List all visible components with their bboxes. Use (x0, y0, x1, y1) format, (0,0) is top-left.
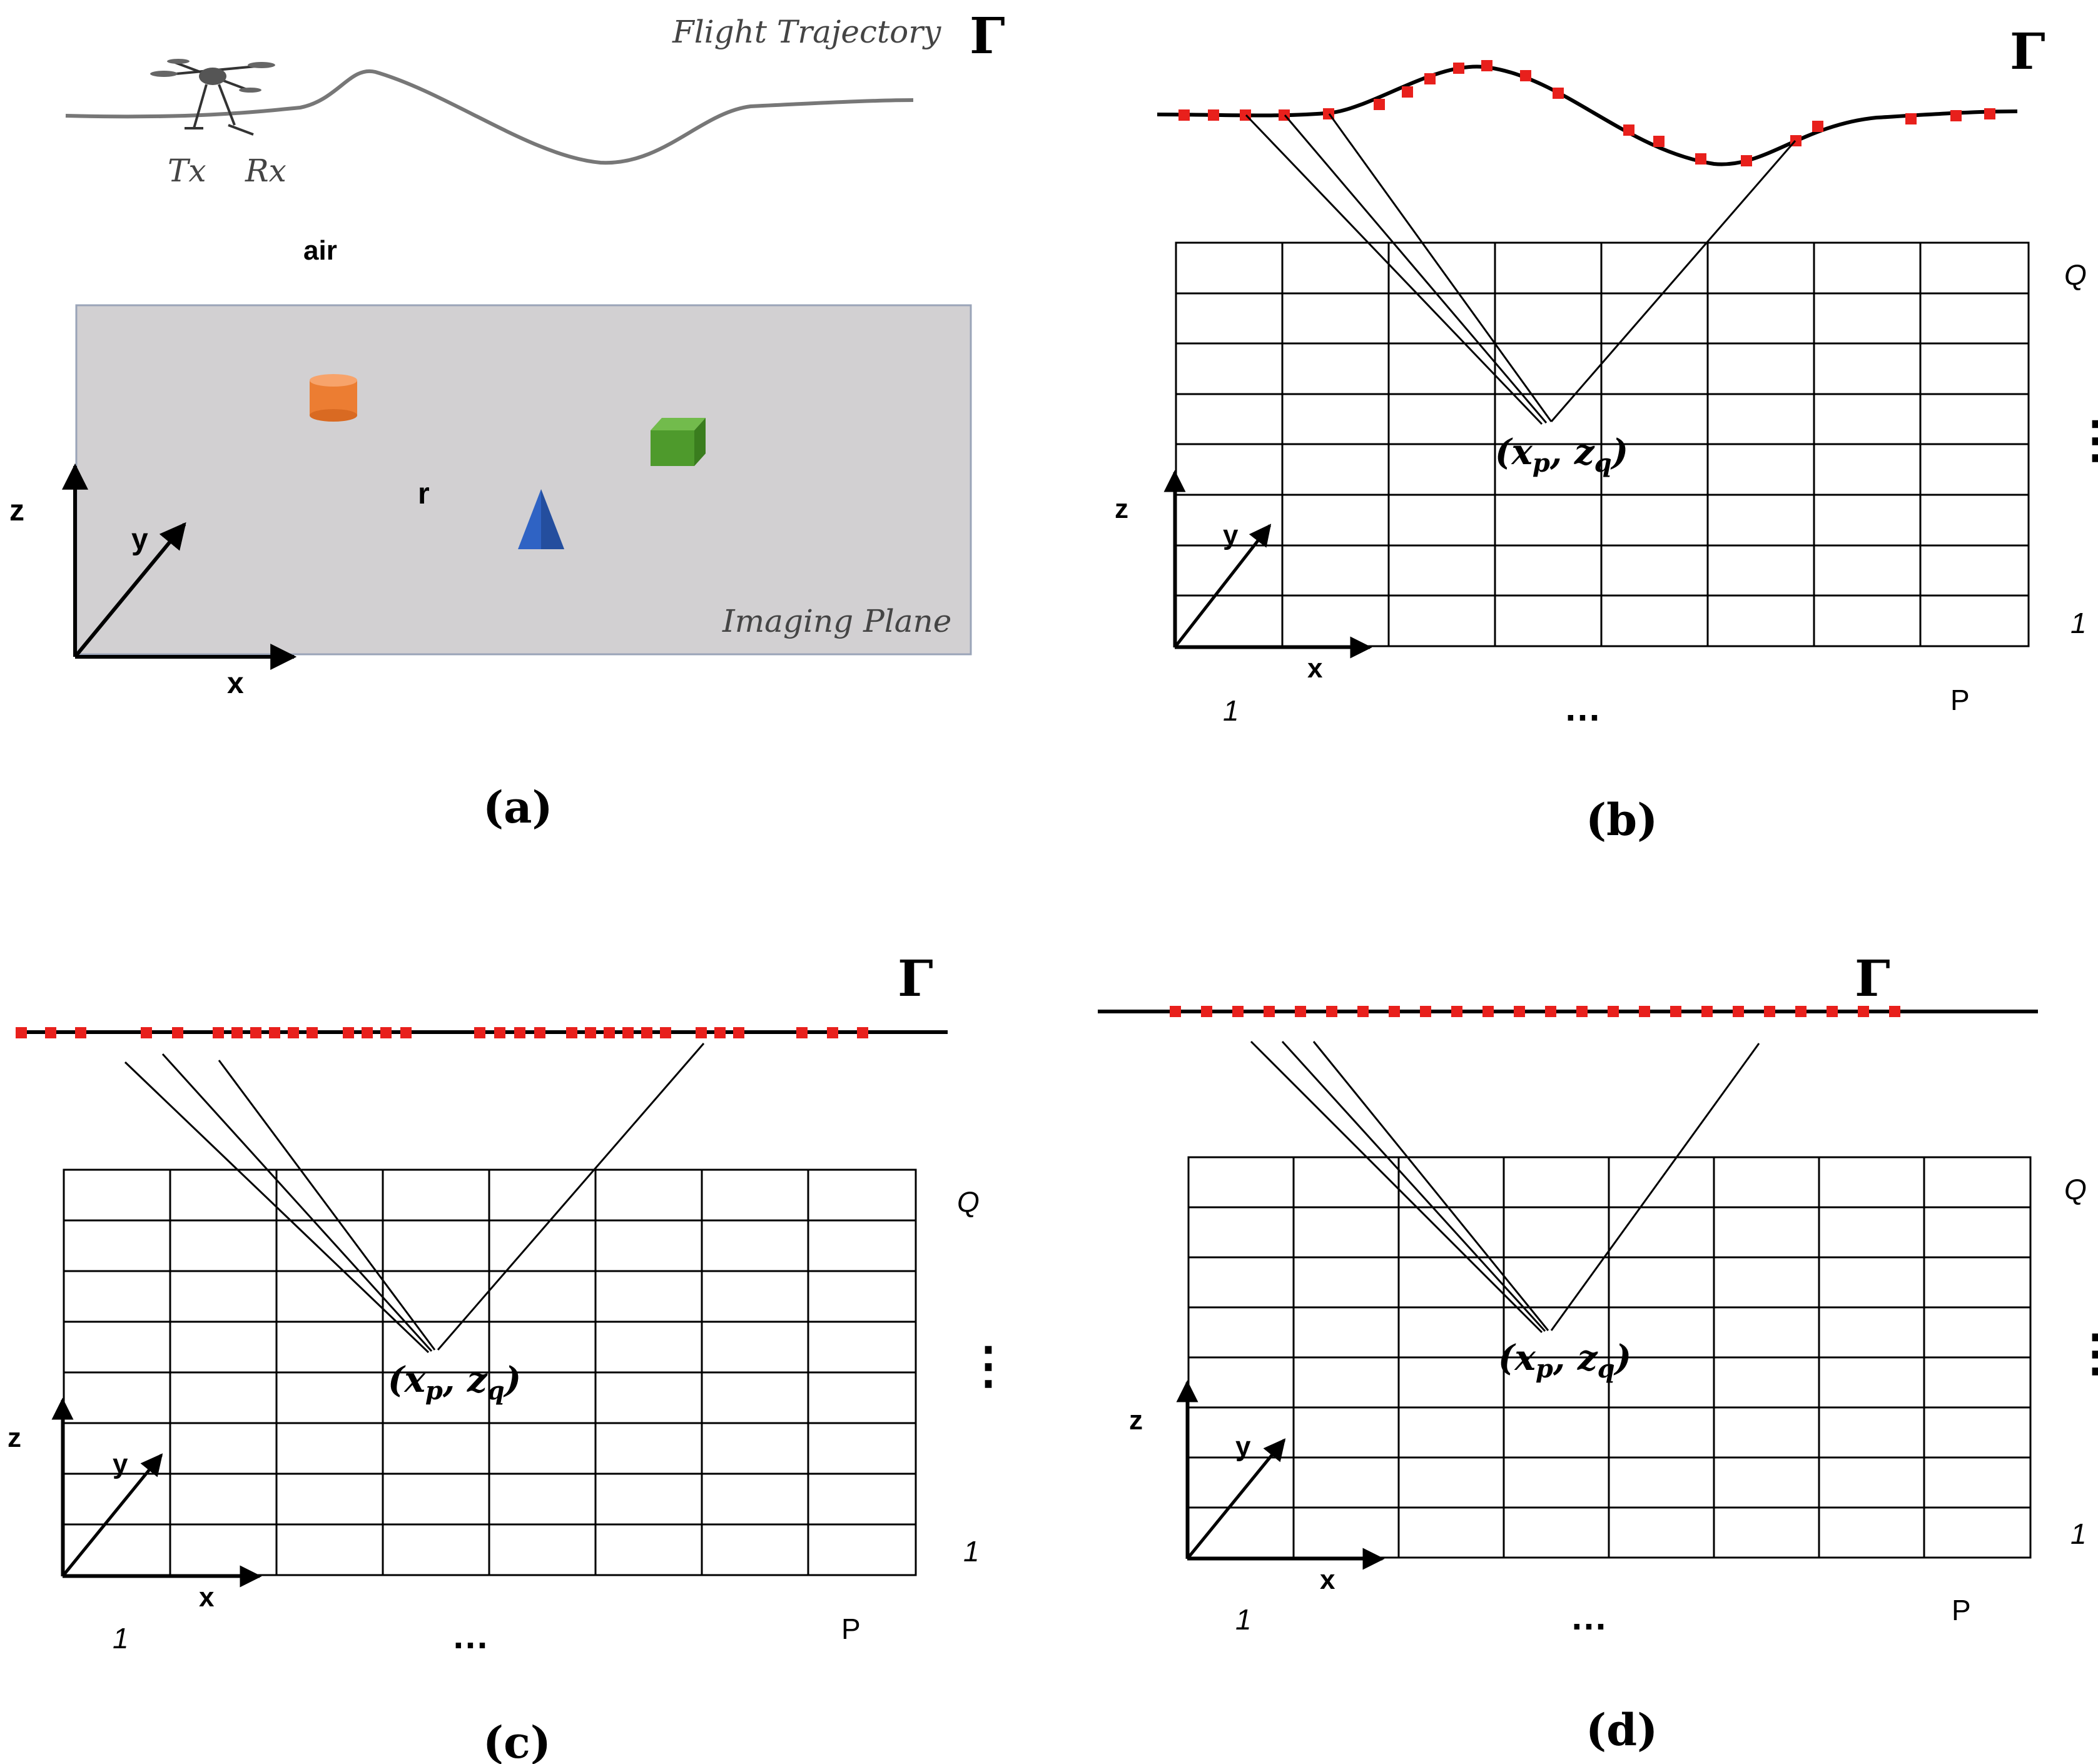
vdots-c: ⋮ (963, 1337, 1013, 1393)
axis-y-label-a: y (131, 523, 148, 556)
point-p-sub-b: p (1533, 449, 1550, 478)
one-right-b: 1 (2070, 607, 2087, 639)
point-x-text-c: (x (388, 1359, 425, 1401)
flight-trajectory-curve (65, 69, 914, 165)
axis-y-label-d: y (1235, 1431, 1251, 1462)
axes-d: z y x (1129, 1380, 1385, 1595)
rays-b (1245, 113, 1796, 425)
gamma-label-a: Γ (970, 6, 1005, 65)
panel-b: Γ (1115, 22, 2098, 846)
axis-x-label-d: x (1320, 1564, 1335, 1595)
point-mid-text-b: , z (1549, 432, 1595, 473)
vdots-b: ⋮ (2070, 412, 2098, 467)
q-label-d: Q (2064, 1173, 2087, 1205)
hdots-c: … (452, 1614, 489, 1656)
svg-text:(xp, zq): (xp, zq) (388, 1359, 521, 1406)
vdots-d: ⋮ (2070, 1325, 2098, 1381)
svg-text:(xp, zq): (xp, zq) (1498, 1337, 1631, 1384)
panel-c: Γ (8, 949, 1013, 1764)
axis-z-label-a: z (9, 494, 24, 527)
cube-icon (651, 418, 706, 466)
one-bottom-c: 1 (113, 1622, 129, 1655)
gamma-label-b: Γ (2010, 22, 2045, 81)
axis-x-label-b: x (1307, 653, 1323, 684)
drone-icon (150, 59, 275, 136)
p-label-c: P (841, 1613, 861, 1645)
axis-z-label-c: z (8, 1422, 21, 1453)
point-x-text-d: (x (1498, 1337, 1536, 1379)
point-end-b: ) (1610, 432, 1629, 473)
cylinder-icon (310, 374, 357, 422)
grid-d (1187, 1156, 2032, 1559)
gamma-label-d: Γ (1855, 949, 1890, 1008)
axis-z-label-d: z (1129, 1405, 1143, 1436)
axes-c: z y x (8, 1397, 262, 1613)
grid-c (63, 1168, 917, 1576)
rx-label: Rx (245, 153, 286, 189)
q-label-b: Q (2064, 258, 2087, 291)
point-q-sub-b: q (1594, 449, 1612, 478)
axes-a: z y x (9, 463, 297, 700)
p-label-b: P (1950, 684, 1970, 716)
rays-c (124, 1043, 705, 1354)
axis-x-label-a: x (227, 667, 244, 700)
sampling-points-c (16, 1027, 868, 1038)
axis-y-label-c: y (113, 1449, 128, 1479)
point-end-c: ) (503, 1359, 522, 1401)
trajectory-curve-b (1157, 64, 2018, 166)
svg-text:(xp, zq): (xp, zq) (1495, 432, 1628, 478)
point-label-b: (xp, zq) (1495, 432, 1628, 478)
panel-d: Γ (1098, 949, 2098, 1756)
caption-c: (c) (483, 1716, 551, 1764)
gamma-label-c: Γ (898, 949, 933, 1008)
caption-a: (a) (483, 781, 553, 833)
point-q-sub-c: q (487, 1376, 505, 1406)
axes-b: z y x (1115, 470, 1372, 684)
panel-a: Flight Trajectory Γ Tx Rx air Imaging Pl… (9, 6, 1005, 833)
hdots-b: … (1564, 687, 1601, 729)
point-x-text-b: (x (1495, 432, 1533, 473)
sampling-points-b (1178, 60, 1995, 166)
one-right-d: 1 (2070, 1518, 2087, 1550)
one-bottom-b: 1 (1223, 694, 1239, 727)
rays-d (1250, 1040, 1760, 1334)
grid-b (1175, 241, 2030, 647)
sampling-points-d (1170, 1006, 1900, 1017)
imaging-plane-label: Imaging Plane (722, 603, 951, 639)
point-q-sub-d: q (1598, 1354, 1615, 1384)
point-p-sub-d: p (1536, 1354, 1553, 1384)
cone-icon (518, 489, 564, 549)
r-label: r (418, 477, 430, 510)
point-p-sub-c: p (425, 1376, 443, 1406)
hdots-d: … (1570, 1596, 1608, 1638)
caption-d: (d) (1586, 1704, 1658, 1756)
imaging-plane (75, 304, 972, 656)
axis-y-label-b: y (1223, 520, 1239, 550)
point-label-c: (xp, zq) (388, 1359, 521, 1406)
axis-z-label-b: z (1115, 494, 1128, 524)
point-end-d: ) (1613, 1337, 1632, 1379)
point-label-d: (xp, zq) (1498, 1337, 1631, 1384)
point-mid-text-d: , z (1553, 1337, 1598, 1379)
air-label: air (303, 235, 337, 266)
caption-b: (b) (1586, 794, 1658, 846)
one-right-c: 1 (963, 1535, 980, 1568)
one-bottom-d: 1 (1235, 1603, 1252, 1636)
tx-label: Tx (168, 153, 206, 189)
q-label-c: Q (957, 1185, 980, 1218)
p-label-d: P (1952, 1594, 1971, 1626)
point-mid-text-c: , z (442, 1359, 488, 1401)
flight-trajectory-label: Flight Trajectory (672, 14, 941, 50)
axis-x-label-c: x (199, 1582, 215, 1613)
